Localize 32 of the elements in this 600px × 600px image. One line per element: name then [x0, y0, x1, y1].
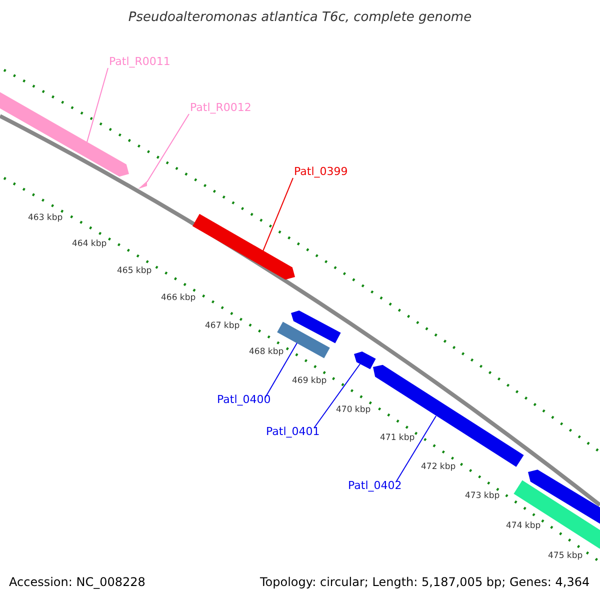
leader-line	[262, 178, 294, 252]
scale-label: 469 kbp	[292, 377, 327, 386]
gene-feature	[192, 214, 295, 280]
scale-label: 474 kbp	[506, 522, 541, 530]
leader-line	[314, 364, 360, 428]
leader-line	[86, 68, 108, 142]
scale-label: 468 kbp	[249, 348, 284, 356]
scale-label: 465 kbp	[117, 267, 152, 276]
gene-feature	[138, 181, 147, 189]
gene-label: Patl_0400	[217, 394, 271, 405]
diagram-title: Pseudoalteromonas atlantica T6c, complete genome	[127, 11, 473, 24]
leader-line	[146, 114, 190, 182]
gene-label: Patl_0399	[294, 166, 348, 177]
scale-label: 473 kbp	[465, 492, 500, 500]
scale-label: 472 kbp	[421, 463, 456, 472]
scale-label: 475 kbp	[548, 552, 583, 560]
scale-label: 470 kbp	[336, 406, 371, 414]
gene-label: Patl_0401	[266, 426, 320, 437]
scale-label: 463 kbp	[28, 214, 63, 222]
scale-label: 467 kbp	[205, 322, 240, 330]
gene-feature	[0, 92, 129, 177]
gene-label: Patl_R0012	[190, 102, 252, 113]
footer-text: Accession: NC_008228	[9, 576, 146, 588]
scale-label: 466 kbp	[161, 294, 196, 302]
gene-feature	[354, 352, 376, 370]
leader-line	[396, 416, 436, 482]
scale-label: 471 kbp	[380, 434, 415, 442]
leader-line	[264, 342, 298, 398]
gene-label: Patl_0402	[348, 480, 402, 491]
scale-label: 464 kbp	[72, 240, 107, 248]
footer-text: Topology: circular; Length: 5,187,005 bp; Genes: 4,364	[260, 576, 590, 588]
gene-label: Patl_R0011	[109, 56, 170, 67]
